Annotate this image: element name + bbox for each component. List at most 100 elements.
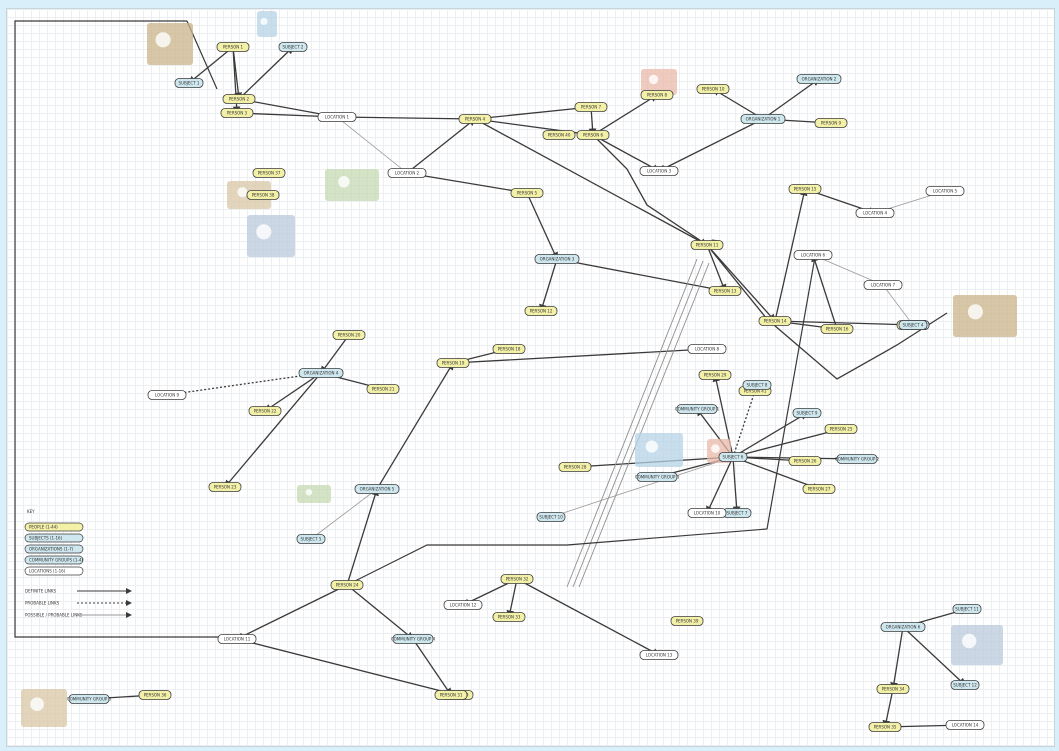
node-label: PERSON 6 bbox=[583, 133, 604, 138]
node-person[interactable]: PERSON 31 bbox=[434, 690, 468, 700]
illustration-shape bbox=[641, 69, 677, 95]
node-label: LOCATION 4 bbox=[863, 211, 887, 216]
node-subject[interactable]: SUBJECT 5 bbox=[296, 534, 326, 544]
node-box bbox=[222, 94, 256, 104]
crowd-illustration bbox=[635, 433, 683, 467]
link-edge bbox=[376, 361, 454, 490]
node-box bbox=[147, 390, 187, 400]
node-person[interactable]: PERSON 34 bbox=[876, 684, 910, 694]
node-person[interactable]: PERSON 38 bbox=[246, 190, 280, 200]
node-label: SUBJECT 5 bbox=[301, 537, 322, 542]
node-label: LOCATION 7 bbox=[871, 283, 895, 288]
node-person[interactable]: PERSON 7 bbox=[574, 102, 608, 112]
node-subject[interactable]: SUBJECT 10 bbox=[536, 512, 566, 522]
node-person[interactable]: PERSON 18 bbox=[492, 344, 526, 354]
node-person[interactable]: PERSON 8 bbox=[640, 90, 674, 100]
node-location[interactable]: LOCATION 11 bbox=[217, 634, 257, 644]
node-person[interactable]: PERSON 6 bbox=[576, 130, 610, 140]
node-location[interactable]: LOCATION 1 bbox=[317, 112, 357, 122]
node-location[interactable]: LOCATION 2 bbox=[387, 168, 427, 178]
node-community[interactable]: COMMUNITY GROUP 4 bbox=[391, 634, 436, 644]
node-person[interactable]: PERSON 35 bbox=[868, 722, 902, 732]
node-organization[interactable]: ORGANIZATION 4 bbox=[298, 368, 344, 378]
node-community[interactable]: COMMUNITY GROUP 5 bbox=[67, 694, 112, 704]
node-person[interactable]: PERSON 33 bbox=[492, 612, 526, 622]
node-organization[interactable]: ORGANIZATION 5 bbox=[354, 484, 400, 494]
node-organization[interactable]: ORGANIZATION 2 bbox=[796, 74, 842, 84]
node-organization[interactable]: ORGANIZATION 6 bbox=[880, 622, 926, 632]
node-person[interactable]: PERSON 22 bbox=[248, 406, 282, 416]
legend-title: KEY bbox=[27, 509, 35, 514]
node-subject[interactable]: SUBJECT 11 bbox=[952, 604, 982, 614]
node-community[interactable]: COMMUNITY GROUP 3 bbox=[635, 472, 680, 482]
node-organization[interactable]: ORGANIZATION 1 bbox=[740, 114, 786, 124]
node-subject[interactable]: SUBJECT 4 bbox=[898, 320, 928, 330]
node-label: PERSON 40 bbox=[548, 133, 571, 138]
node-location[interactable]: LOCATION 14 bbox=[945, 720, 985, 730]
node-person[interactable]: PERSON 16 bbox=[820, 324, 854, 334]
node-location[interactable]: LOCATION 4 bbox=[855, 208, 895, 218]
node-person[interactable]: PERSON 4 bbox=[458, 114, 492, 124]
node-label: LOCATION 1 bbox=[325, 115, 349, 120]
node-box bbox=[793, 250, 833, 260]
node-box bbox=[574, 102, 608, 112]
node-person[interactable]: PERSON 39 bbox=[670, 616, 704, 626]
node-subject[interactable]: SUBJECT 9 bbox=[792, 408, 822, 418]
node-person[interactable]: PERSON 27 bbox=[802, 484, 836, 494]
node-box bbox=[925, 186, 965, 196]
node-subject[interactable]: SUBJECT 6 bbox=[718, 452, 748, 462]
node-box bbox=[542, 130, 576, 140]
node-person[interactable]: PERSON 10 bbox=[696, 84, 730, 94]
node-person[interactable]: PERSON 11 bbox=[690, 240, 724, 250]
node-person[interactable]: PERSON 24 bbox=[330, 580, 364, 590]
node-person[interactable]: PERSON 5 bbox=[510, 188, 544, 198]
node-location[interactable]: LOCATION 8 bbox=[687, 344, 727, 354]
node-person[interactable]: PERSON 14 bbox=[758, 316, 792, 326]
node-location[interactable]: LOCATION 3 bbox=[639, 166, 679, 176]
link-edge bbox=[187, 46, 234, 84]
node-label: ORGANIZATION 6 bbox=[886, 625, 921, 630]
node-organization[interactable]: ORGANIZATION 3 bbox=[534, 254, 580, 264]
node-person[interactable]: PERSON 32 bbox=[500, 574, 534, 584]
illustration-shape bbox=[635, 433, 683, 467]
node-person[interactable]: PERSON 36 bbox=[138, 690, 172, 700]
link-edge bbox=[235, 584, 348, 640]
node-person[interactable]: PERSON 3 bbox=[220, 108, 254, 118]
node-subject[interactable]: SUBJECT 1 bbox=[174, 78, 204, 88]
node-person[interactable]: PERSON 1 bbox=[216, 42, 250, 52]
illustration-shape bbox=[711, 444, 720, 453]
node-person[interactable]: PERSON 23 bbox=[208, 482, 242, 492]
node-person[interactable]: PERSON 29 bbox=[698, 370, 732, 380]
node-person[interactable]: PERSON 13 bbox=[708, 286, 742, 296]
node-label: PERSON 28 bbox=[564, 465, 587, 470]
node-location[interactable]: LOCATION 5 bbox=[925, 186, 965, 196]
node-person[interactable]: PERSON 21 bbox=[366, 384, 400, 394]
node-subject[interactable]: SUBJECT 12 bbox=[950, 680, 980, 690]
node-location[interactable]: LOCATION 9 bbox=[147, 390, 187, 400]
node-community[interactable]: COMMUNITY GROUP 1 bbox=[675, 404, 720, 414]
node-location[interactable]: LOCATION 10 bbox=[687, 508, 727, 518]
node-location[interactable]: LOCATION 12 bbox=[443, 600, 483, 610]
node-person[interactable]: PERSON 37 bbox=[252, 168, 286, 178]
node-location[interactable]: LOCATION 13 bbox=[639, 650, 679, 660]
node-person[interactable]: PERSON 28 bbox=[558, 462, 592, 472]
node-person[interactable]: PERSON 15 bbox=[788, 184, 822, 194]
node-person[interactable]: PERSON 25 bbox=[824, 424, 858, 434]
node-location[interactable]: LOCATION 7 bbox=[863, 280, 903, 290]
node-person[interactable]: PERSON 26 bbox=[788, 456, 822, 466]
node-box bbox=[868, 722, 902, 732]
illustration-shape bbox=[951, 625, 1003, 665]
node-person[interactable]: PERSON 19 bbox=[436, 358, 470, 368]
node-subject[interactable]: SUBJECT 2 bbox=[278, 42, 308, 52]
link-edge bbox=[774, 187, 808, 322]
node-subject[interactable]: SUBJECT 7 bbox=[722, 508, 752, 518]
node-subject[interactable]: SUBJECT 8 bbox=[742, 380, 772, 390]
node-person[interactable]: PERSON 2 bbox=[222, 94, 256, 104]
node-location[interactable]: LOCATION 6 bbox=[793, 250, 833, 260]
node-community[interactable]: COMMUNITY GROUP 2 bbox=[835, 454, 880, 464]
node-label: LOCATION 13 bbox=[646, 653, 673, 658]
node-person[interactable]: PERSON 9 bbox=[814, 118, 848, 128]
node-person[interactable]: PERSON 12 bbox=[524, 306, 558, 316]
node-person[interactable]: PERSON 40 bbox=[542, 130, 576, 140]
node-person[interactable]: PERSON 20 bbox=[332, 330, 366, 340]
